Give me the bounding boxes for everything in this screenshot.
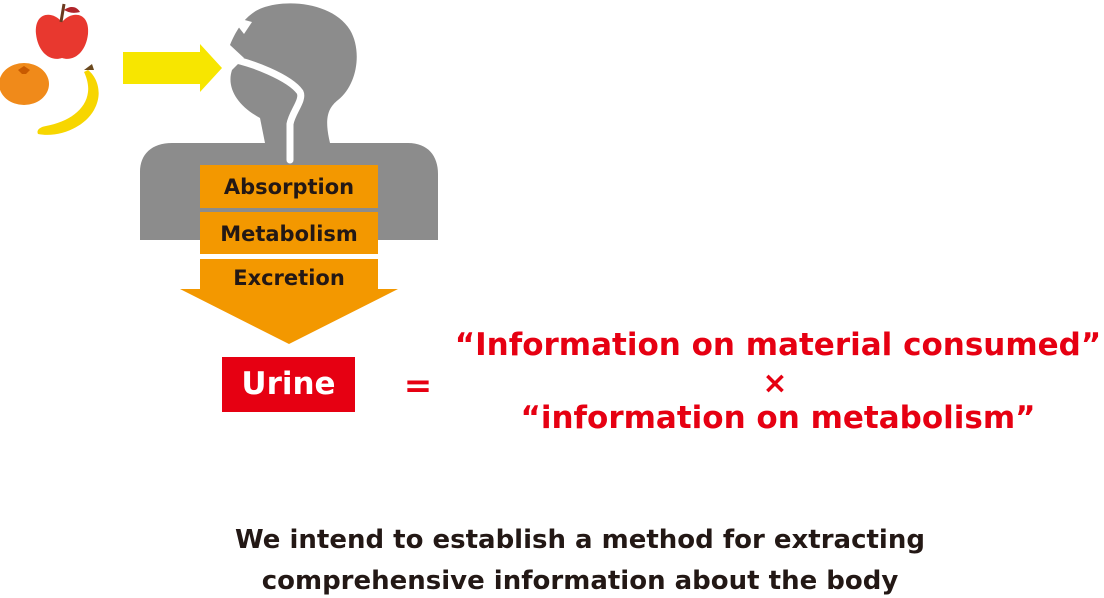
stage-metabolism-label: Metabolism: [220, 222, 358, 246]
equation-line-1: “Information on material consumed”: [454, 327, 1102, 363]
summary-line-2: comprehensive information about the body: [261, 566, 899, 596]
stage-excretion-label: Excretion: [233, 266, 345, 290]
excretion-arrow: [180, 259, 398, 344]
orange-icon: [0, 63, 49, 105]
stage-absorption-label: Absorption: [223, 175, 355, 199]
equals-sign: =: [403, 366, 433, 406]
urine-badge: [222, 357, 355, 412]
equation-line-2: “information on metabolism”: [520, 400, 1036, 436]
metabolism-block: [200, 212, 378, 254]
absorption-block: [200, 165, 378, 208]
banana-icon: [37, 64, 99, 135]
apple-icon: [35, 3, 89, 59]
urine-label: Urine: [241, 366, 336, 402]
equation-times: ×: [762, 366, 788, 401]
intake-arrow-icon: [123, 44, 222, 92]
summary-line-1: We intend to establish a method for extr…: [235, 525, 925, 555]
